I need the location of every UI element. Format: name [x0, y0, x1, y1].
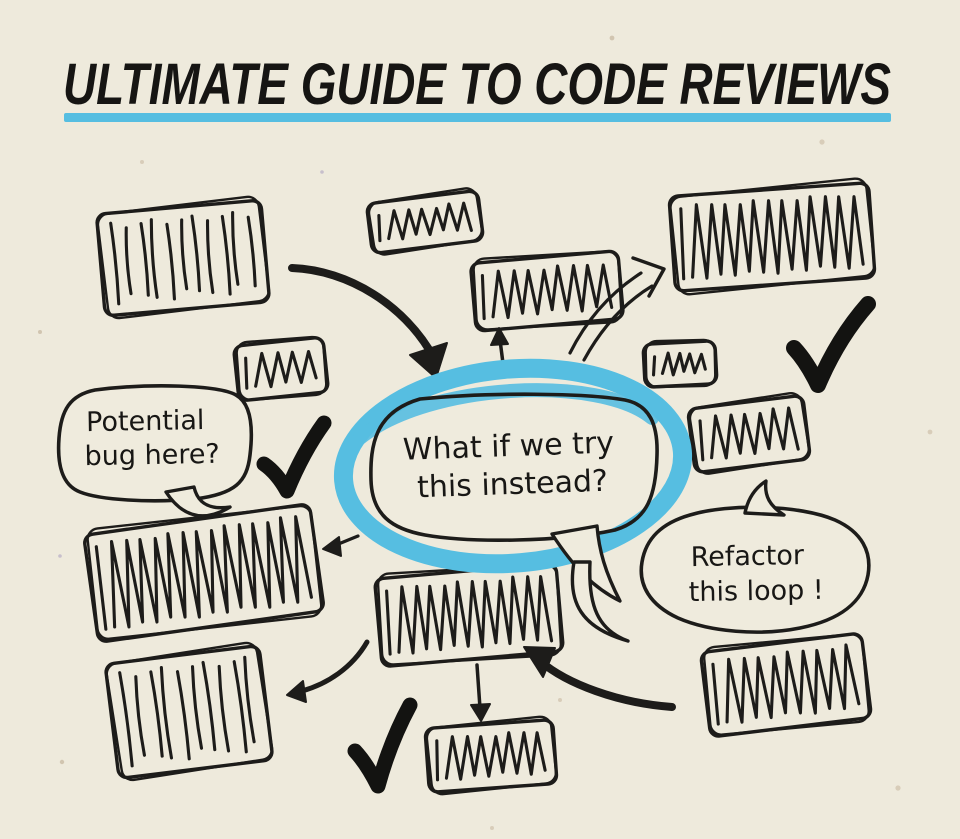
- code-block-doodle: [423, 715, 559, 796]
- arrow-to-top-right-head-icon: [631, 256, 666, 298]
- arrow-to-center-head-icon: [409, 342, 448, 379]
- code-block-doodle: [641, 338, 719, 389]
- highlight-overlap-stroke: [353, 383, 659, 445]
- arrow-to-top-right-icon: [568, 271, 643, 355]
- checkmark-icon: [347, 697, 418, 794]
- code-block-doodle: [83, 503, 325, 643]
- bubble-outline: [639, 505, 871, 634]
- speech-bubble-potential-bug: Potential bug here?: [56, 384, 254, 518]
- bubble-tail: [743, 479, 786, 517]
- code-block-doodle: [469, 249, 625, 333]
- arrow-to-top-right-icon: [582, 284, 654, 362]
- code-blocks: [83, 177, 877, 796]
- checkmark-icon: [256, 415, 332, 499]
- bubble-label: What if we try this instead?: [402, 425, 625, 506]
- arrow-to-bottom-left-icon: [299, 639, 370, 694]
- code-block-doodle: [232, 335, 330, 402]
- bubble-fill: [370, 394, 658, 541]
- title-underline: [64, 113, 891, 122]
- page-title: ULTIMATE GUIDE TO CODE REVIEWS: [63, 52, 891, 117]
- code-block-doodle: [686, 391, 812, 475]
- arrow-down-head-icon: [470, 703, 491, 722]
- bubble-tail: [164, 485, 232, 518]
- arrow-to-bottom-left-head-icon: [286, 680, 307, 703]
- code-block-doodle: [104, 641, 274, 782]
- arrow-from-bottom-right-icon: [536, 657, 676, 711]
- arrow-left-head-icon: [322, 536, 342, 557]
- highlight-ellipse: [333, 358, 693, 574]
- paper-speckles: [38, 35, 933, 830]
- bubble-outline: [369, 392, 659, 542]
- arrow-down-icon: [475, 663, 482, 710]
- code-block-doodle: [699, 632, 873, 738]
- speech-bubble-refactor: Refactor this loop !: [570, 479, 871, 643]
- code-block-doodle: [95, 195, 271, 320]
- arrow-to-center-icon: [288, 264, 438, 362]
- bubble-label: Refactor this loop !: [688, 540, 824, 608]
- bubble-swoosh: [570, 560, 630, 643]
- speech-bubble-center-suggestion: What if we try this instead?: [333, 358, 693, 603]
- checkmark-icon: [786, 296, 876, 393]
- checkmarks: [256, 296, 876, 794]
- code-block-doodle: [667, 177, 877, 296]
- code-block-doodle: [365, 187, 485, 256]
- arrow-up-head-icon: [490, 327, 509, 346]
- arrow-from-bottom-right-head-icon: [523, 646, 556, 678]
- bubble-label: Potential bug here?: [84, 405, 220, 472]
